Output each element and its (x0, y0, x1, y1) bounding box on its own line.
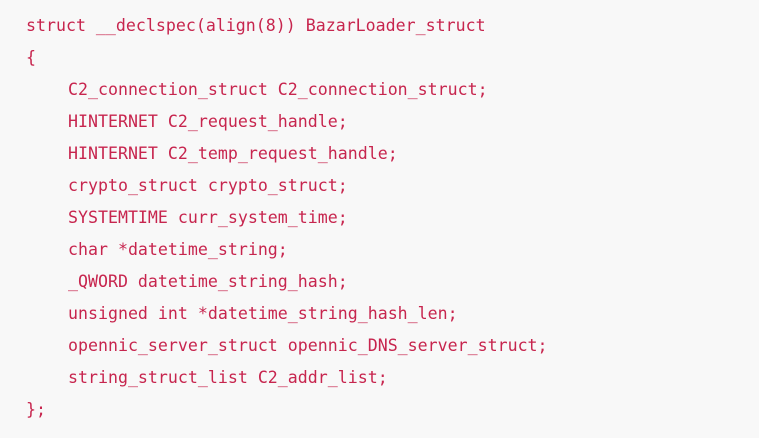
code-line-field: opennic_server_struct opennic_DNS_server… (68, 336, 548, 355)
code-line-field: unsigned int *datetime_string_hash_len; (68, 304, 458, 323)
code-line-field: SYSTEMTIME curr_system_time; (68, 208, 348, 227)
code-line-field: string_struct_list C2_addr_list; (68, 368, 388, 387)
code-line-field: HINTERNET C2_temp_request_handle; (68, 144, 398, 163)
code-line-close-brace: }; (26, 400, 46, 419)
code-line-field: char *datetime_string; (68, 240, 288, 259)
code-line-field: crypto_struct crypto_struct; (68, 176, 348, 195)
code-line-field: _QWORD datetime_string_hash; (68, 272, 348, 291)
code-line-open-brace: { (26, 48, 36, 67)
code-line-struct-declaration: struct __declspec(align(8)) BazarLoader_… (26, 16, 486, 35)
code-line-field: C2_connection_struct C2_connection_struc… (68, 80, 488, 99)
code-line-field: HINTERNET C2_request_handle; (68, 112, 348, 131)
